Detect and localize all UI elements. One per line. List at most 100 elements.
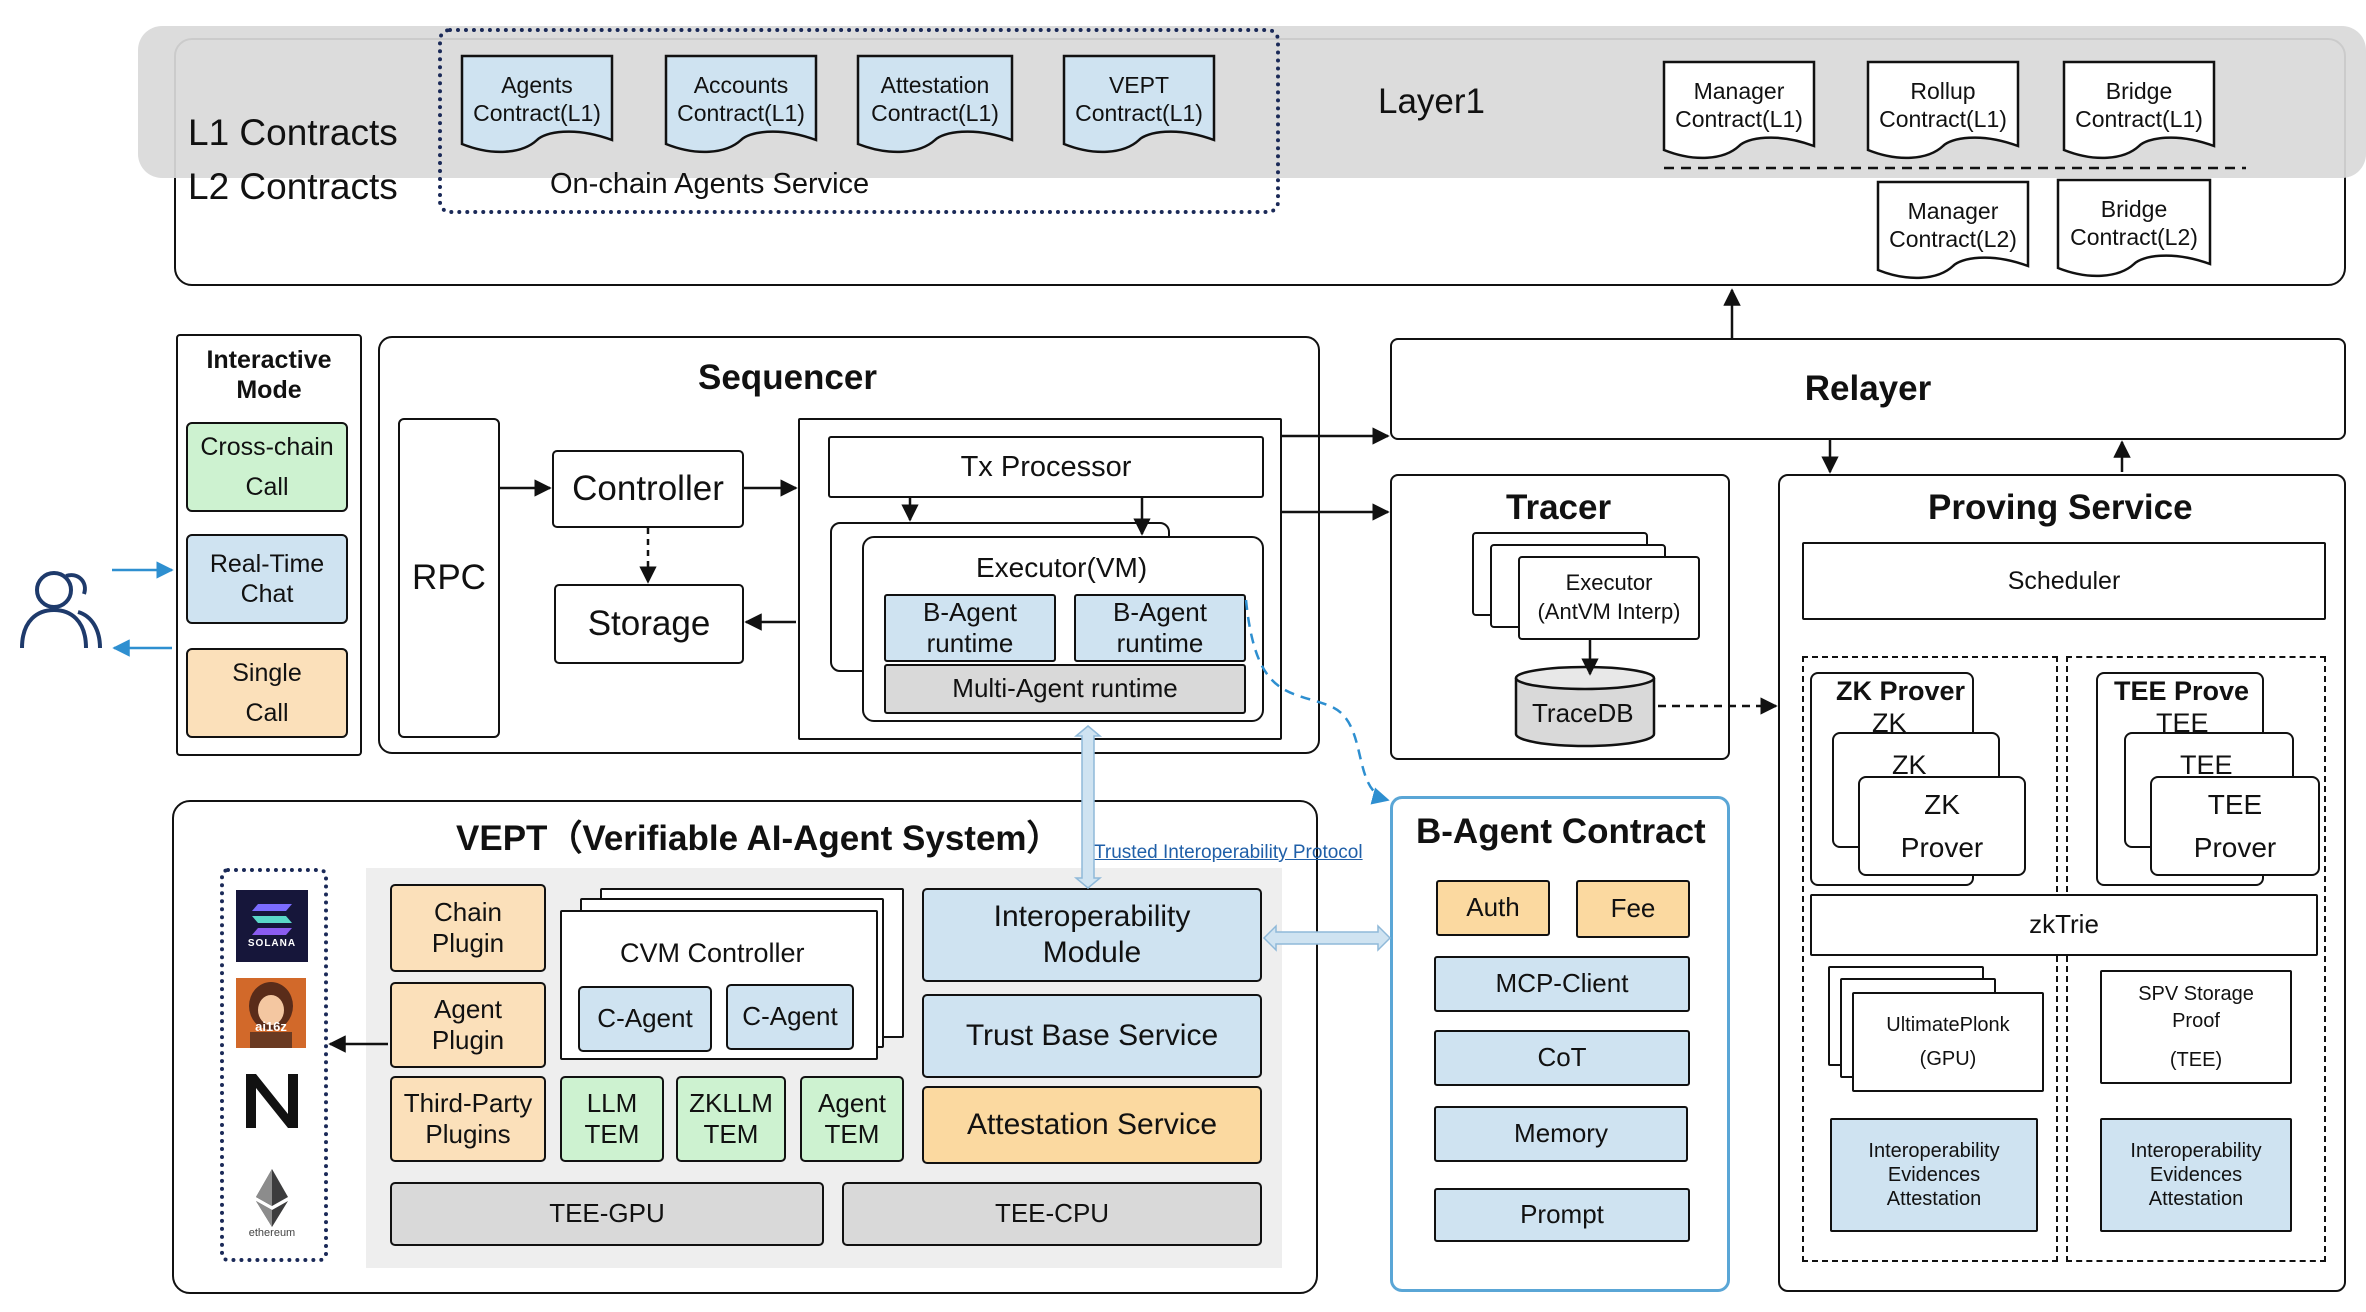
ethereum-diamond-icon [256, 1169, 288, 1228]
box-line: Attestation [1886, 1188, 1982, 1210]
zk-prover-title: ZK Prover [1836, 676, 1966, 706]
ultimateplonk-box: UltimatePlonk (GPU) [1852, 992, 2044, 1092]
sequencer-title: Sequencer [698, 358, 877, 397]
memory-box: Memory [1434, 1106, 1688, 1162]
box-line: Interoperability [1868, 1140, 2000, 1162]
doc-line: Manager [1907, 198, 1999, 225]
cvm-controller-label: CVM Controller [620, 938, 805, 968]
llm-tem-box: LLM TEM [560, 1076, 664, 1162]
box-line: TEM [584, 1119, 640, 1149]
doc-line: Bridge [2100, 196, 2168, 223]
tee-mid-label: TEE [2180, 750, 2233, 780]
storage-box: Storage [554, 584, 744, 664]
l1-contracts-label: L1 Contracts [188, 112, 398, 153]
user-group-icon [20, 571, 102, 649]
doc-line: Agents [501, 72, 573, 99]
doc-line: Contract(L1) [677, 100, 805, 126]
doc-accounts-contract: Accounts Contract(L1) [666, 60, 816, 140]
box-line: B-Agent [1113, 596, 1207, 627]
doc-agents-contract: Agents Contract(L1) [462, 60, 612, 140]
doc-line: Manager [1693, 78, 1785, 105]
box-line: Evidences [2149, 1164, 2243, 1186]
doc-bridge-contract-l2: Bridge Contract(L2) [2058, 184, 2210, 264]
box-line: Chain [434, 896, 502, 927]
doc-line: Contract(L1) [2075, 106, 2203, 132]
tee-prover-region [2066, 656, 2326, 1262]
tee-gpu-box: TEE-GPU [390, 1182, 824, 1246]
chain-plugin-box: Chain Plugin [390, 884, 546, 972]
tracedb-label: TraceDB [1532, 698, 1634, 728]
zktrie-box: zkTrie [1810, 894, 2318, 956]
rpc-box: RPC [398, 418, 500, 738]
single-call-button[interactable]: Single Call [186, 648, 348, 738]
ai16z-wordmark: ai16z [255, 1019, 287, 1035]
doc-bridge-contract-l1: Bridge Contract(L1) [2064, 66, 2214, 146]
box-line: ZKLLM [689, 1087, 773, 1118]
realtime-chat-button[interactable]: Real-Time Chat [186, 534, 348, 624]
ai16z-avatar-icon [236, 978, 306, 1048]
box-line: (GPU) [1919, 1048, 1977, 1070]
trusted-interoperability-protocol-link[interactable]: Trusted Interoperability Protocol [1094, 842, 1363, 863]
b-agent-runtime-2: B-Agent runtime [1074, 594, 1246, 662]
l2-contracts-label: L2 Contracts [188, 166, 398, 207]
cross-chain-call-button[interactable]: Cross-chain Call [186, 422, 348, 512]
doc-line: Contract(L1) [871, 100, 999, 126]
tracer-executor-box: Executor (AntVM Interp) [1518, 556, 1700, 640]
box-line: Interoperability [2130, 1140, 2262, 1162]
box-line: runtime [926, 628, 1014, 658]
tracer-title: Tracer [1506, 488, 1612, 527]
b-agent-contract-title: B-Agent Contract [1416, 812, 1706, 851]
interoperability-module-box: Interoperability Module [922, 888, 1262, 982]
title-line: Interactive [206, 346, 332, 374]
chain-logos-box [220, 868, 328, 1262]
box-line: Plugins [425, 1119, 511, 1149]
third-party-plugins-box: Third-Party Plugins [390, 1076, 546, 1162]
box-line: Plugin [431, 928, 505, 958]
button-line: Call [245, 473, 289, 501]
box-line: Attestation [2148, 1188, 2244, 1210]
zk-mid-label: ZK [1892, 750, 1927, 780]
button-line: Single [232, 659, 302, 687]
box-line: Plugin [431, 1025, 505, 1055]
doc-line: Rollup [1910, 78, 1976, 105]
layer1-label: Layer1 [1378, 82, 1486, 121]
box-line: Third-Party [403, 1087, 533, 1118]
attestation-service-box: Attestation Service [922, 1086, 1262, 1164]
proving-service-title: Proving Service [1928, 488, 2193, 527]
button-line: Chat [240, 580, 294, 608]
zk-prover-region [1802, 656, 2058, 1262]
cot-box: CoT [1434, 1030, 1690, 1086]
solana-mark-icon [252, 904, 292, 935]
interop-evidence-attestation-tee: Interoperability Evidences Attestation [2100, 1118, 2292, 1232]
controller-box: Controller [552, 450, 744, 528]
doc-line: Bridge [2105, 78, 2173, 105]
box-line: Evidences [1887, 1164, 1981, 1186]
button-line: Cross-chain [200, 433, 334, 461]
box-line: SPV Storage [2138, 982, 2254, 1005]
fee-box: Fee [1576, 880, 1690, 938]
box-line: (TEE) [2169, 1048, 2223, 1071]
doc-line: Accounts [693, 72, 789, 99]
box-line: B-Agent [923, 596, 1017, 627]
doc-line: Contract(L1) [1879, 106, 2007, 132]
tee-prover-card-front: TEE Prover [2150, 776, 2320, 876]
c-agent-box-1: C-Agent [578, 986, 712, 1052]
box-line: UltimatePlonk [1886, 1014, 2010, 1036]
trust-base-service-box: Trust Base Service [922, 994, 1262, 1078]
relayer-box: Relayer [1390, 338, 2346, 440]
spv-storage-proof-box: SPV Storage Proof (TEE) [2100, 970, 2292, 1084]
box-line: Agent [434, 993, 502, 1024]
box-line: TEE [2207, 788, 2263, 820]
doc-line: VEPT [1108, 72, 1170, 99]
zkllm-tem-box: ZKLLM TEM [676, 1076, 786, 1162]
interactive-mode-title: Interactive Mode [176, 342, 362, 408]
multi-agent-runtime-box: Multi-Agent runtime [884, 664, 1246, 714]
doc-line: Contract(L1) [1075, 100, 1203, 126]
button-line: Call [245, 699, 289, 727]
box-line: Proof [2172, 1009, 2220, 1032]
button-line: Real-Time [209, 550, 325, 578]
agent-plugin-box: Agent Plugin [390, 982, 546, 1068]
doc-line: Contract(L2) [1889, 226, 2017, 252]
doc-manager-contract-l2: Manager Contract(L2) [1878, 186, 2028, 266]
box-line: Prover [2193, 832, 2277, 863]
